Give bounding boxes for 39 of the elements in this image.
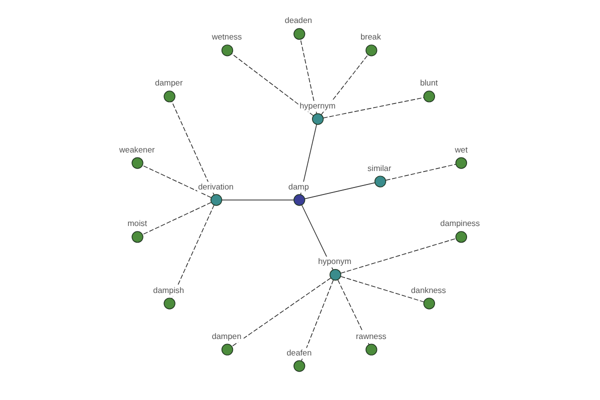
node-label: blunt xyxy=(420,78,438,88)
node-circle xyxy=(131,231,143,243)
node-circle xyxy=(374,176,386,188)
connector xyxy=(322,97,424,118)
connector xyxy=(300,124,316,195)
connector xyxy=(337,280,369,345)
connector xyxy=(340,276,424,302)
connector xyxy=(385,164,456,181)
connector xyxy=(171,204,214,299)
connector xyxy=(230,53,314,116)
node-label: break xyxy=(360,32,380,42)
node-label: moist xyxy=(126,219,146,228)
connector xyxy=(320,54,368,115)
node-label: wetness xyxy=(211,32,242,42)
node-text: dampen xyxy=(211,332,241,341)
node-circle xyxy=(221,44,233,56)
connector xyxy=(304,182,375,200)
connector xyxy=(142,202,212,235)
node-label: damper xyxy=(154,78,182,88)
connector xyxy=(300,280,334,362)
connector xyxy=(300,39,316,114)
node-label: wet xyxy=(454,145,468,154)
connector xyxy=(230,278,331,347)
node-circle xyxy=(422,90,434,102)
node-circle xyxy=(293,28,305,40)
connector xyxy=(142,165,212,198)
node-label: dankness xyxy=(410,286,446,295)
node-circle xyxy=(422,298,434,310)
node-circle xyxy=(365,44,377,56)
node-circle xyxy=(131,157,143,169)
node-circle xyxy=(454,231,467,243)
node-circle xyxy=(454,157,467,169)
connector xyxy=(171,101,214,196)
connector xyxy=(340,238,456,274)
node-label: dampiness xyxy=(440,219,480,228)
node-circle xyxy=(163,90,175,102)
node-label: weakener xyxy=(118,145,154,154)
node-label: deaden xyxy=(284,16,312,26)
node-label: similar xyxy=(367,164,391,173)
